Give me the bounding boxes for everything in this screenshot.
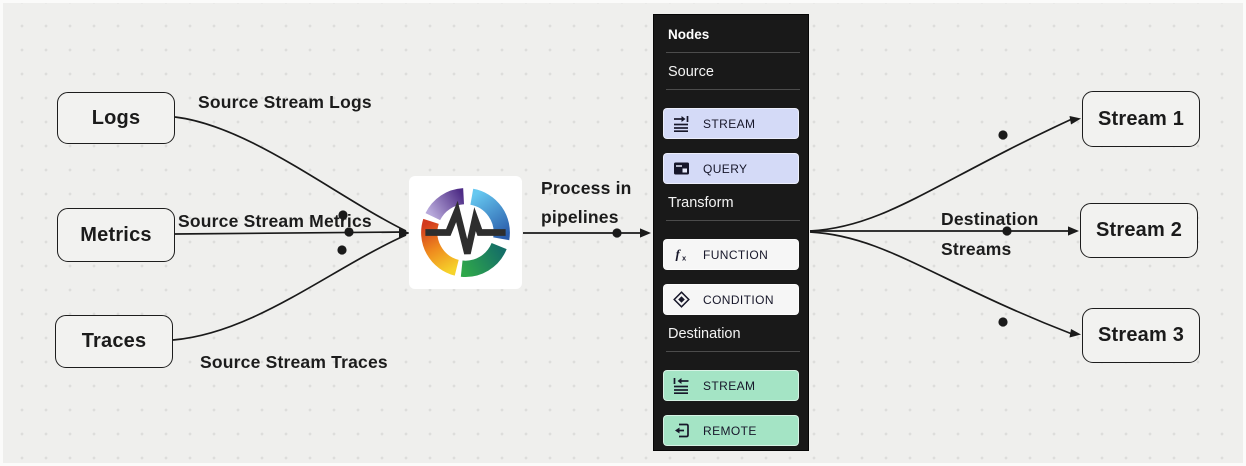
nodes-panel: Nodes Source STREAM Q (653, 14, 809, 451)
label-line: Destination (941, 209, 1039, 229)
node-label: Stream 2 (1095, 219, 1183, 241)
function-icon: f x (676, 247, 688, 263)
edge-dot (337, 245, 347, 255)
divider (666, 89, 800, 90)
edge-dot (344, 227, 354, 237)
section-title-transform: Transform (668, 195, 734, 211)
node-label: Metrics (80, 223, 152, 246)
edge-traces-to-pipeline (172, 234, 407, 341)
node-label: Stream 3 (1097, 324, 1185, 346)
section-title-destination: Destination (668, 326, 741, 342)
edge-label-source-stream-logs: Source Stream Logs (198, 92, 372, 112)
openobserve-logo (409, 176, 522, 289)
edge-dot (612, 228, 622, 238)
edge-label-source-stream-metrics: Source Stream Metrics (178, 211, 372, 231)
destination-stream-button[interactable]: STREAM (663, 370, 799, 401)
button-label: QUERY (703, 161, 748, 176)
stream-output-icon (673, 378, 689, 394)
edge-label-process-in-pipelines: Process in pipelines (541, 174, 632, 232)
edge-panel-to-stream3 (809, 231, 1073, 335)
edge-panel-to-stream1 (809, 118, 1073, 232)
edge-dot (998, 130, 1008, 140)
node-label: Stream 1 (1097, 107, 1185, 130)
destination-node-stream3[interactable]: Stream 3 (1082, 308, 1200, 363)
arrowhead-icon (1069, 116, 1081, 125)
destination-node-stream1[interactable]: Stream 1 (1082, 91, 1200, 147)
label-line: Process in (541, 178, 632, 198)
destination-node-stream2[interactable]: Stream 2 (1080, 203, 1198, 258)
source-query-button[interactable]: QUERY (663, 153, 799, 184)
source-node-metrics[interactable]: Metrics (57, 208, 175, 262)
button-label: STREAM (703, 116, 756, 131)
source-node-traces[interactable]: Traces (55, 315, 173, 368)
stream-input-icon (674, 116, 689, 132)
divider (666, 52, 800, 53)
arrowhead-icon (399, 228, 410, 238)
arrowhead-icon (1068, 226, 1079, 236)
edge-dot (1002, 226, 1012, 236)
edge-metrics-to-pipeline (174, 231, 407, 235)
edge-dot (338, 210, 348, 220)
divider (666, 351, 800, 352)
button-label: REMOTE (703, 423, 757, 438)
divider (666, 220, 800, 221)
svg-text:f: f (676, 247, 682, 262)
button-label: FUNCTION (703, 247, 769, 262)
edge-label-destination-streams: Destination Streams (941, 204, 1039, 264)
transform-function-button[interactable]: f x FUNCTION (663, 239, 799, 270)
condition-icon (673, 291, 690, 308)
transform-condition-button[interactable]: CONDITION (663, 284, 799, 315)
remote-icon (675, 423, 689, 438)
label-line: pipelines (541, 207, 619, 227)
edge-dot (998, 317, 1008, 327)
openobserve-logo-icon (421, 188, 510, 277)
destination-remote-button[interactable]: REMOTE (663, 415, 799, 446)
node-label: Logs (91, 106, 141, 129)
section-title-source: Source (668, 64, 714, 80)
arrowhead-icon (1069, 329, 1081, 338)
source-stream-button[interactable]: STREAM (663, 108, 799, 139)
source-node-logs[interactable]: Logs (57, 92, 175, 144)
edge-label-source-stream-traces: Source Stream Traces (200, 352, 388, 372)
pulse-waveform (425, 200, 506, 255)
label-line: Streams (941, 239, 1012, 259)
arrowhead-icon (640, 228, 651, 238)
node-label: Traces (81, 330, 147, 352)
panel-title: Nodes (668, 27, 710, 42)
query-icon (674, 162, 689, 175)
svg-text:x: x (682, 254, 687, 263)
button-label: CONDITION (703, 292, 774, 307)
button-label: STREAM (703, 378, 756, 393)
edge-logs-to-pipeline (174, 116, 407, 232)
